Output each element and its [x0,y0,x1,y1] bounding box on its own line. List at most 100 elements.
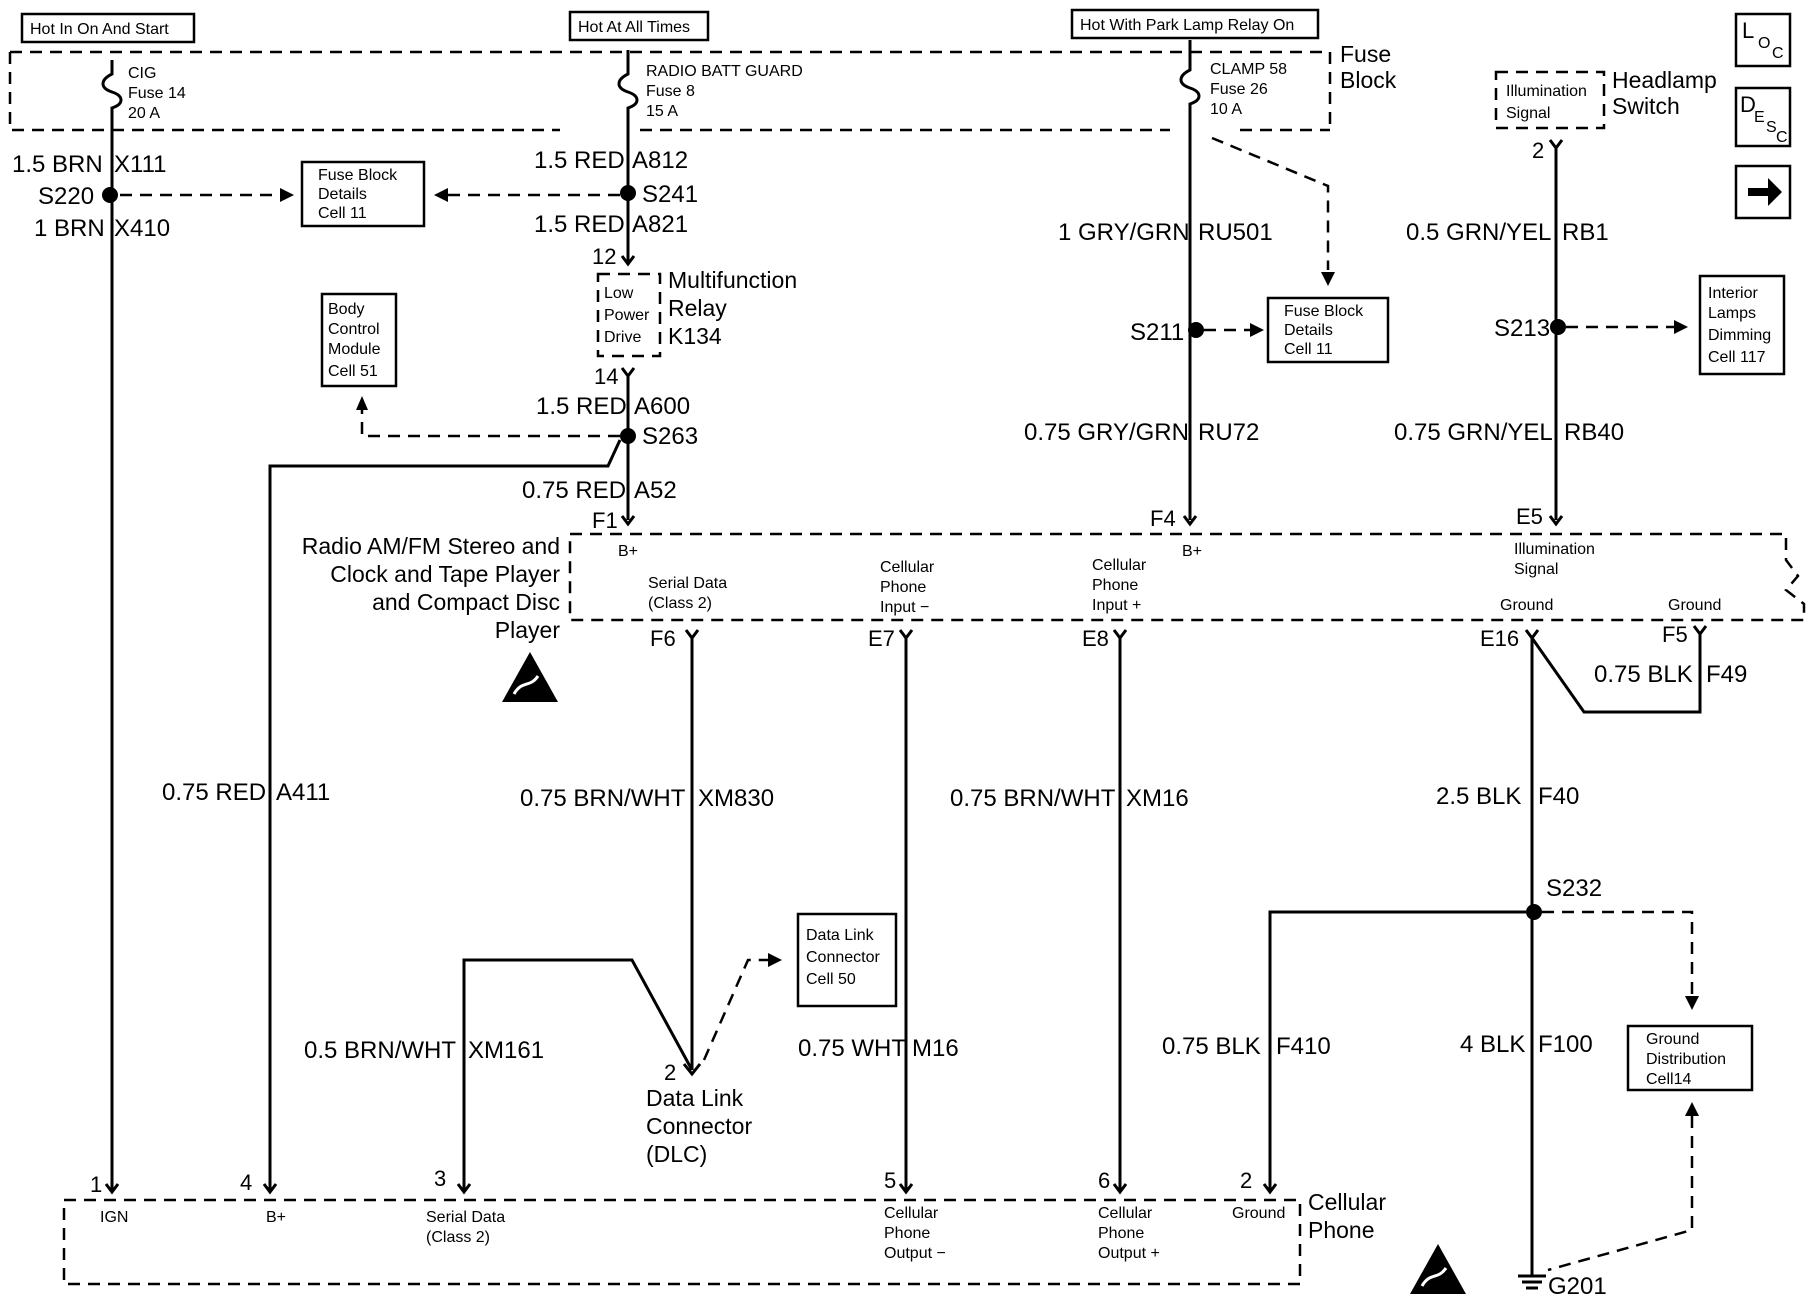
svg-text:Ground: Ground [1668,597,1721,614]
svg-text:Cell 11: Cell 11 [318,205,367,222]
svg-text:(DLC): (DLC) [646,1141,707,1167]
wire-a411 [268,439,622,1190]
radio-title: Clock and Tape Player [330,561,560,587]
svg-text:C: C [1772,45,1784,62]
svg-text:Data Link: Data Link [806,927,875,944]
svg-text:Phone: Phone [1098,1225,1144,1242]
wire-label: F100 [1538,1031,1593,1058]
svg-text:Cell 50: Cell 50 [806,971,856,988]
svg-text:Drive: Drive [604,329,641,346]
ref-fuse-block-details-1[interactable]: Fuse Block Details Cell 11 [300,160,426,228]
splice-label: S241 [642,181,698,208]
svg-text:Fuse Block: Fuse Block [318,167,398,184]
wire-label: A812 [632,147,688,174]
splice-dot [620,428,636,444]
power-header-hot-at-all-times: Hot At All Times [568,10,710,42]
svg-text:Fuse 8: Fuse 8 [646,83,695,100]
svg-text:15 A: 15 A [646,103,678,120]
wire-label: 1 BRN [34,215,105,242]
esd-warning-icon [1410,1244,1466,1294]
svg-text:Distribution: Distribution [1646,1051,1726,1068]
svg-text:Input +: Input + [1092,597,1141,614]
svg-text:Connector: Connector [806,949,880,966]
pin-label: 1 [90,1172,102,1197]
wire-label: A411 [276,779,330,806]
cellular-phone-title: Cellular [1308,1189,1386,1215]
pin-label: E7 [868,626,895,651]
data-link-connector: Data Link Connector (DLC) [646,1085,752,1167]
pin-label: F1 [592,508,618,533]
svg-text:Input −: Input − [880,599,929,616]
ref-interior-lamps-dimming[interactable]: Interior Lamps Dimming Cell 117 [1698,274,1786,376]
splice-label: S263 [642,423,698,450]
pin-label: E16 [1480,626,1519,651]
cellular-phone: Cellular Phone 1 IGN 4 B+ 3 Serial Data … [62,1166,1386,1286]
splice-dot [620,185,636,201]
svg-text:S: S [1766,119,1777,136]
svg-text:Module: Module [328,341,381,358]
svg-text:(Class 2): (Class 2) [648,595,712,612]
headlamp-switch-title: Switch [1612,93,1680,119]
wire-label: A600 [634,393,690,420]
relay-title: Relay [668,295,727,321]
wire-label: 0.75 BRN/WHT [520,785,686,812]
wire-label: F49 [1706,661,1747,688]
svg-text:Interior: Interior [1708,285,1758,302]
svg-text:Cell 117: Cell 117 [1708,349,1766,366]
headlamp-switch-title: Headlamp [1612,67,1717,93]
cellular-phone-title: Phone [1308,1217,1375,1243]
wire-label: F410 [1276,1033,1331,1060]
wire-label: 0.5 BRN/WHT [304,1037,456,1064]
svg-text:Cell 11: Cell 11 [1284,341,1333,358]
radio-title: Player [495,617,561,643]
svg-text:Dimming: Dimming [1708,327,1771,344]
wire-label: XM161 [468,1037,544,1064]
svg-text:Body: Body [328,301,364,318]
wire-label: M16 [912,1035,959,1062]
fuse-26: CLAMP 58 Fuse 26 10 A [1179,40,1287,118]
svg-text:Fuse 26: Fuse 26 [1210,81,1268,98]
ref-body-control-module[interactable]: Body Control Module Cell 51 [320,292,398,388]
splice-dot [1526,904,1542,920]
loc-icon[interactable]: L O C [1734,12,1792,68]
power-header-text: Hot At All Times [578,19,690,36]
desc-icon[interactable]: D E S C [1734,86,1792,148]
wire-label: 1.5 BRN [12,151,103,178]
power-header-hot-in-on-and-start: Hot In On And Start [20,12,196,44]
ref-fuse-block-details-2[interactable]: Fuse Block Details Cell 11 [1266,296,1390,364]
ref-data-link-connector[interactable]: Data Link Connector Cell 50 [796,912,898,1008]
esd-warning-icon [502,652,558,702]
wire-f410 [1268,910,1526,1190]
wire-label: 0.75 RED [162,779,266,806]
wire-label: 1 GRY/GRN [1058,219,1190,246]
right-arrow-icon[interactable] [1734,164,1792,220]
relay-title: Multifunction [668,267,797,293]
svg-text:Ground: Ground [1232,1205,1285,1222]
svg-text:CIG: CIG [128,65,156,82]
svg-text:(Class 2): (Class 2) [426,1229,490,1246]
wire-label: RU72 [1198,419,1259,446]
svg-text:Illumination: Illumination [1514,541,1595,558]
pin-label: 12 [592,244,616,269]
svg-text:10 A: 10 A [1210,101,1242,118]
svg-text:C: C [1776,129,1788,146]
wire-f49 [1530,634,1702,714]
svg-text:L: L [1742,18,1754,43]
wire-label: 0.5 GRN/YEL [1406,219,1551,246]
svg-text:Phone: Phone [1092,577,1138,594]
svg-text:Details: Details [1284,322,1333,339]
splice-dot [102,187,118,203]
svg-text:Control: Control [328,321,380,338]
svg-text:B+: B+ [1182,543,1202,560]
svg-text:IGN: IGN [100,1209,128,1226]
svg-text:Output −: Output − [884,1245,946,1262]
splice-label: S211 [1130,319,1184,346]
svg-text:Ground: Ground [1646,1031,1699,1048]
svg-text:D: D [1740,92,1756,117]
svg-text:B+: B+ [618,543,638,560]
wire-label: X410 [114,215,170,242]
pin-label: F6 [650,626,676,651]
fuse-8: RADIO BATT GUARD Fuse 8 15 A [617,50,803,122]
ref-ground-distribution[interactable]: Ground Distribution Cell14 [1626,1024,1754,1092]
